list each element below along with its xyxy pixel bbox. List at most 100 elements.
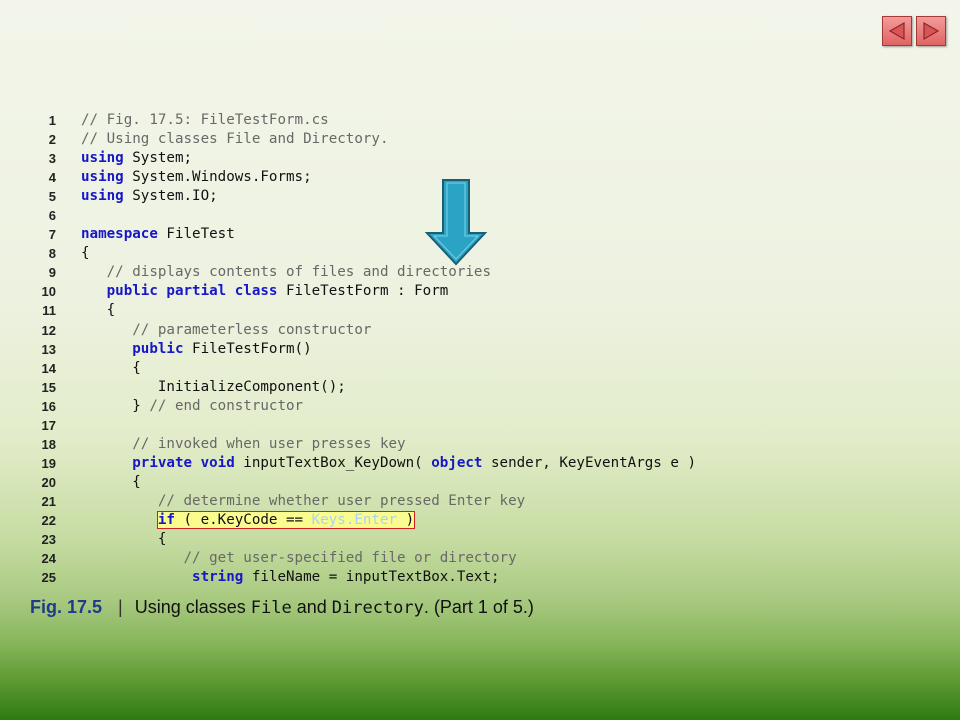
caption-and: and (291, 597, 332, 617)
line-number: 3 (48, 151, 56, 167)
code-token: using (81, 169, 124, 186)
code-token: { (81, 473, 141, 490)
code-line: 16 } // end constructor (34, 397, 696, 416)
code-token: string (192, 569, 244, 586)
code-text: // Fig. 17.5: FileTestForm.cs (81, 111, 329, 130)
code-line: 17 (34, 416, 696, 435)
code-token: System.IO; (123, 188, 218, 205)
code-text: public partial class FileTestForm : Form (81, 282, 449, 301)
code-text: { (81, 530, 167, 549)
code-text: string fileName = inputTextBox.Text; (81, 568, 500, 587)
code-token: System.Windows.Forms; (123, 169, 312, 186)
down-arrow-icon (424, 179, 488, 266)
next-slide-button[interactable] (916, 16, 946, 46)
code-line: 24 // get user-specified file or directo… (34, 549, 696, 568)
line-number: 20 (41, 474, 56, 490)
code-token: FileTestForm() (183, 340, 312, 357)
code-token: fileName = inputTextBox.Text; (243, 569, 500, 586)
code-token: public (132, 340, 184, 357)
code-line: 11 { (34, 301, 696, 320)
code-text: { (81, 359, 141, 378)
code-token: { (81, 531, 167, 548)
code-text: // invoked when user presses key (81, 435, 406, 454)
code-token: { (81, 359, 141, 376)
code-token: object (431, 454, 483, 471)
code-token: if (157, 511, 175, 528)
code-text: // parameterless constructor (81, 321, 371, 340)
code-token (81, 341, 132, 357)
code-token: // Fig. 17.5: FileTestForm.cs (81, 112, 329, 128)
line-number: 21 (41, 493, 56, 509)
figure-number: Fig. 17.5 (30, 597, 103, 617)
triangle-left-icon (888, 21, 905, 41)
line-number: 17 (41, 417, 56, 433)
code-token: System; (123, 150, 193, 167)
caption-code-file: File (250, 598, 292, 618)
code-token: { (81, 245, 90, 262)
code-line: 6 (34, 206, 696, 225)
code-token: public partial class (106, 283, 278, 300)
code-text: { (81, 244, 90, 263)
line-number: 19 (41, 455, 56, 471)
code-listing: 1 // Fig. 17.5: FileTestForm.cs 2 // Using … (34, 111, 696, 587)
code-token: namespace (81, 226, 158, 243)
code-text: namespace FileTest (81, 225, 235, 244)
code-line: 9 // displays contents of files and dire… (34, 263, 696, 282)
line-number: 23 (41, 532, 56, 548)
figure-caption: Fig. 17.5|Using classes File and Directo… (30, 597, 534, 618)
code-line: 5 using System.IO; (34, 187, 696, 206)
line-number: 8 (48, 246, 56, 262)
code-line: 20 { (34, 473, 696, 492)
code-token: // invoked when user presses key (81, 435, 406, 452)
code-line: 8{ (34, 244, 696, 263)
code-token: ) (397, 511, 415, 528)
code-text: // Using classes File and Directory. (81, 130, 389, 149)
line-number: 14 (41, 360, 56, 376)
code-token: // end constructor (149, 397, 304, 414)
code-line: 12 // parameterless constructor (34, 321, 696, 340)
code-token: } (81, 397, 150, 414)
line-number: 22 (41, 512, 56, 528)
previous-slide-button[interactable] (882, 16, 912, 46)
line-number: 15 (41, 379, 56, 395)
line-number: 16 (41, 398, 56, 414)
code-token (81, 455, 132, 471)
code-text: using System.Windows.Forms; (81, 168, 312, 187)
code-token: // determine whether user pressed Enter … (81, 492, 526, 509)
code-token: { (81, 302, 116, 319)
code-text: using System.IO; (81, 187, 218, 206)
code-token: ( e.KeyCode == (174, 511, 312, 528)
code-text: using System; (81, 149, 192, 168)
code-token: inputTextBox_KeyDown( (234, 454, 432, 471)
code-text: { (81, 301, 116, 320)
code-line: 19 private void inputTextBox_KeyDown( ob… (34, 454, 696, 473)
code-line: 25 string fileName = inputTextBox.Text; (34, 568, 696, 587)
code-line: 2 // Using classes File and Directory. (34, 130, 696, 149)
code-token: using (81, 150, 124, 167)
caption-code-directory: Directory (331, 598, 424, 618)
code-text: } // end constructor (81, 397, 303, 416)
line-number: 13 (41, 341, 56, 357)
code-line: 21 // determine whether user pressed Ent… (34, 492, 696, 511)
code-token: Keys.Enter (311, 511, 398, 528)
line-number: 1 (48, 113, 56, 128)
highlighted-condition: if ( e.KeyCode == Keys.Enter ) (156, 510, 416, 529)
code-text: // displays contents of files and direct… (81, 263, 491, 282)
code-token (81, 283, 107, 299)
code-token: // displays contents of files and direct… (81, 264, 491, 281)
code-token (81, 512, 158, 528)
code-text: private void inputTextBox_KeyDown( objec… (81, 454, 696, 473)
code-text: public FileTestForm() (81, 340, 312, 359)
line-number: 25 (41, 570, 56, 586)
line-number: 11 (42, 303, 56, 319)
line-number: 18 (41, 436, 56, 452)
code-text: // get user-specified file or directory (81, 549, 516, 568)
code-line: 3 using System; (34, 149, 696, 168)
line-number: 2 (48, 132, 56, 148)
line-number: 4 (48, 170, 56, 186)
line-number: 10 (41, 284, 56, 300)
triangle-right-icon (923, 21, 940, 41)
code-line: 10 public partial class FileTestForm : F… (34, 282, 696, 301)
code-text: InitializeComponent(); (81, 378, 346, 397)
line-number: 5 (48, 189, 56, 205)
